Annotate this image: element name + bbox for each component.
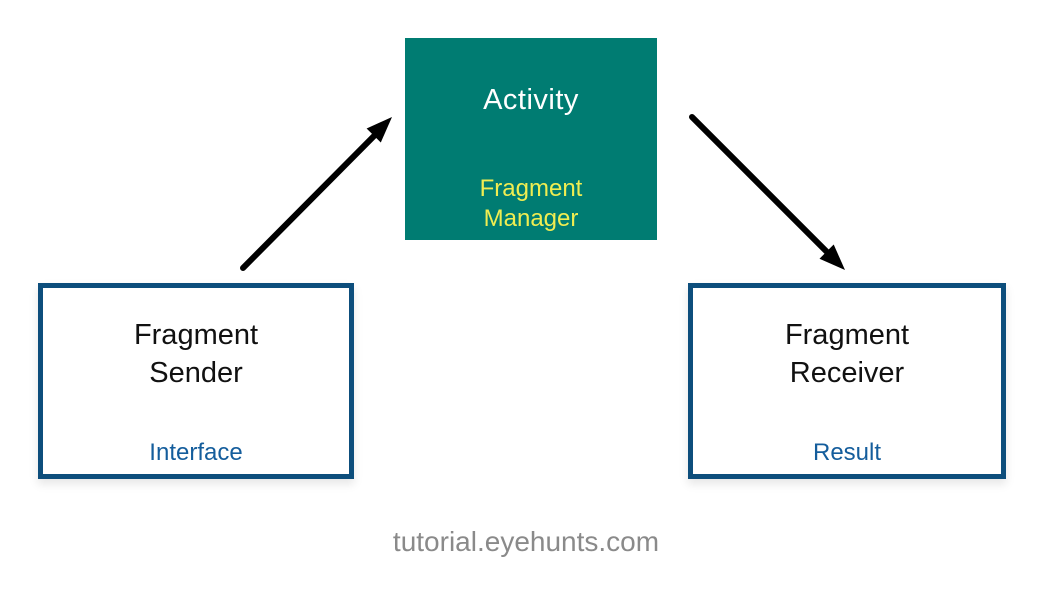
activity-subtitle-line1: Fragment — [479, 175, 583, 202]
arrow-sender-to-activity-shaft — [240, 133, 377, 271]
fragment-sender-title: Fragment Sender — [134, 316, 258, 392]
arrow-activity-to-receiver-shaft — [689, 114, 830, 255]
fragment-sender-title-line1: Fragment — [133, 319, 259, 351]
node-fragment-sender: Fragment Sender Interface — [38, 283, 354, 479]
node-fragment-receiver: Fragment Receiver Result — [688, 283, 1006, 479]
activity-subtitle: Fragment Manager — [480, 174, 583, 234]
fragment-receiver-title: Fragment Receiver — [785, 316, 909, 392]
arrow-activity-to-receiver — [689, 114, 845, 270]
arrow-activity-to-receiver-head — [819, 244, 845, 270]
fragment-receiver-title-line1: Fragment — [784, 319, 910, 351]
watermark-caption: tutorial.eyehunts.com — [392, 526, 660, 557]
activity-title: Activity — [483, 84, 579, 116]
arrow-sender-to-activity-head — [366, 117, 392, 143]
fragment-sender-subtitle: Interface — [149, 439, 243, 466]
node-activity: Activity Fragment Manager — [405, 38, 657, 240]
fragment-receiver-subtitle: Result — [812, 439, 882, 466]
arrow-sender-to-activity — [240, 117, 392, 271]
fragment-receiver-title-line2: Receiver — [789, 357, 905, 389]
fragment-sender-title-line2: Sender — [149, 357, 243, 389]
activity-subtitle-line2: Manager — [483, 205, 579, 232]
